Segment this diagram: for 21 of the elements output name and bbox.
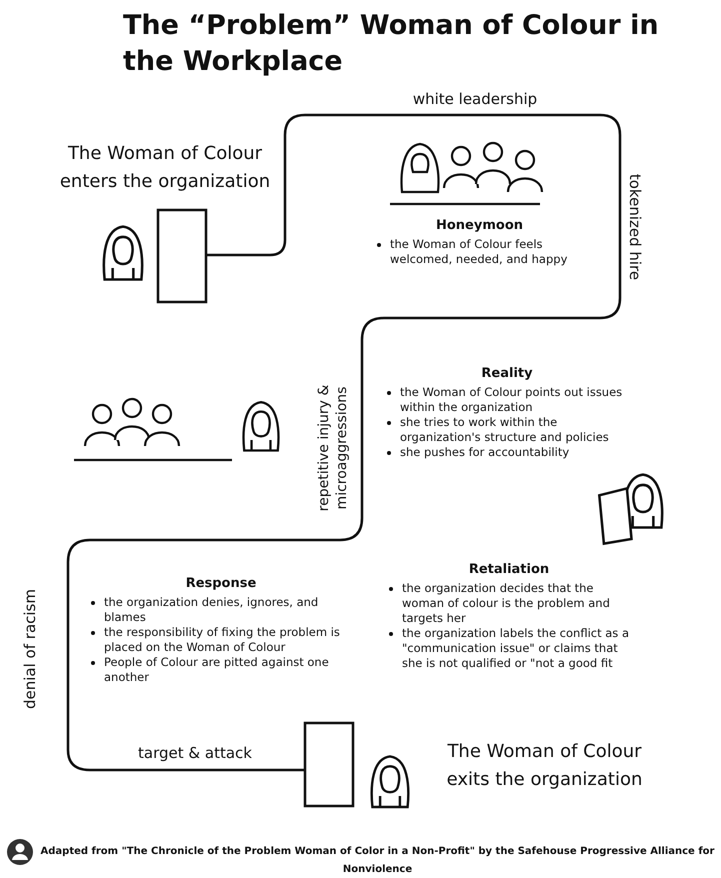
door: [304, 722, 354, 808]
stage-heading: Reality: [480, 366, 534, 381]
path-line: [66, 114, 622, 772]
caption-text: The Woman of Colour enters the organization: [52, 140, 278, 196]
stage-heading: Retaliation: [468, 562, 550, 577]
caption-text: The Woman of Colour exits the organization: [432, 738, 657, 794]
path-label: tokenized hire: [626, 172, 644, 282]
bullet-item: the Woman of Colour feels welcomed, needed, and happy: [390, 237, 568, 266]
path-label: white leadership: [412, 90, 538, 108]
source-note: Adapted from "The Chronicle of the Problem Woman of Color in a Non-Profit" by the Safehouse Progressive Alliance for Nonviolence: [40, 845, 715, 877]
path-label: target & attack: [137, 744, 253, 762]
bullet-item: she pushes for accountability: [400, 445, 570, 459]
path-label: repetitive injury & microaggressions: [315, 384, 351, 514]
title: The “Problem” Woman of Colour in the Workplace: [123, 9, 660, 79]
path-label: denial of racism: [21, 588, 39, 711]
bullet-item: the responsibility of fixing the problem is placed on the Woman of Colour: [104, 625, 340, 654]
stage-heading: Response: [184, 576, 258, 591]
bullet-item: People of Colour are pitted against one another: [104, 655, 329, 684]
door: [156, 208, 208, 304]
stage-heading: Honeymoon: [434, 218, 524, 233]
bullet-item: the organization labels the conflict as a "communication issue" or claims that she is not qualified or "not a good fit: [402, 626, 629, 670]
